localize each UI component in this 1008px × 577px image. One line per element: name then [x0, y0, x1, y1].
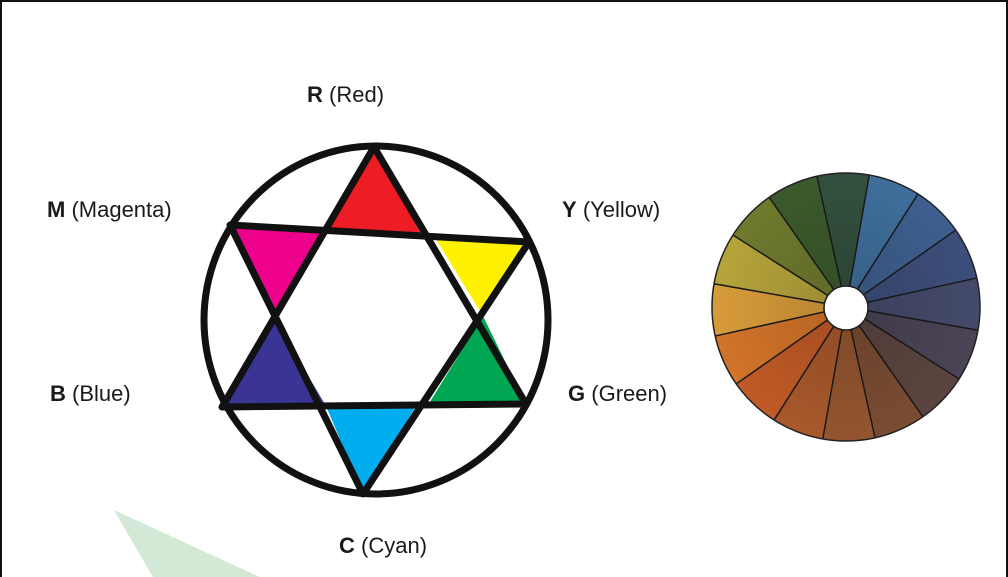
wheel-center-hole [824, 286, 868, 330]
label-red: R (Red) [307, 82, 384, 108]
label-blue-key: B [50, 381, 66, 406]
label-magenta-name: (Magenta) [71, 197, 171, 222]
label-cyan-name: (Cyan) [361, 533, 427, 558]
label-yellow: Y (Yellow) [562, 197, 660, 223]
label-red-key: R [307, 82, 323, 107]
label-green-name: (Green) [591, 381, 667, 406]
label-green-key: G [568, 381, 585, 406]
label-yellow-key: Y [562, 197, 577, 222]
label-green: G (Green) [568, 381, 667, 407]
label-cyan: C (Cyan) [339, 533, 427, 559]
label-magenta-key: M [47, 197, 65, 222]
label-yellow-name: (Yellow) [583, 197, 660, 222]
label-blue: B (Blue) [50, 381, 131, 407]
label-blue-name: (Blue) [72, 381, 131, 406]
label-magenta: M (Magenta) [47, 197, 172, 223]
label-cyan-key: C [339, 533, 355, 558]
label-red-name: (Red) [329, 82, 384, 107]
